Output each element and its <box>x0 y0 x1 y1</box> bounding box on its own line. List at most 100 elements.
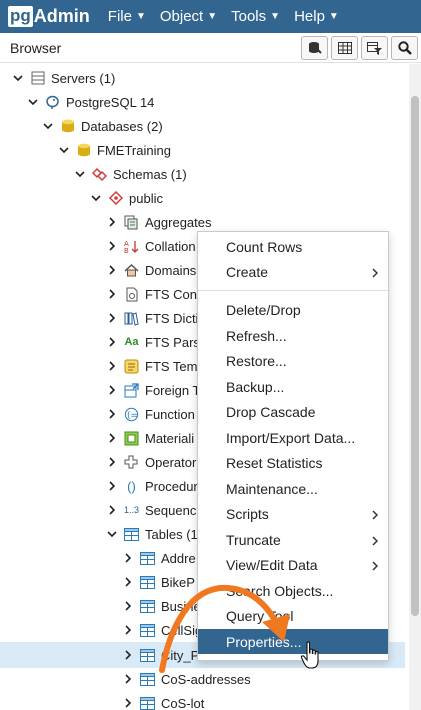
chevron-down-icon[interactable] <box>58 144 70 156</box>
menu-item-backup[interactable]: Backup... <box>226 378 285 395</box>
menu-object[interactable]: Object▼ <box>159 8 218 25</box>
chevron-right-icon[interactable] <box>106 408 118 420</box>
query-tool-button[interactable] <box>301 36 328 60</box>
tree-node-servers[interactable]: Servers (1) <box>12 66 115 90</box>
tree-node-operators[interactable]: Operator <box>106 450 196 474</box>
menu-item-restore[interactable]: Restore... <box>226 352 287 369</box>
tree-node-fts-configurations[interactable]: FTS Con <box>106 282 197 306</box>
schemas-icon <box>92 167 107 182</box>
menu-item-truncate[interactable]: Truncate <box>198 527 388 552</box>
table-icon <box>140 672 155 687</box>
tree-node-fts-parsers[interactable]: Aa FTS Pars <box>106 330 200 354</box>
chevron-right-icon[interactable] <box>106 504 118 516</box>
chevron-right-icon[interactable] <box>106 240 118 252</box>
menu-item-query-tool[interactable]: Query Tool <box>226 607 294 624</box>
table-icon <box>140 551 155 566</box>
tree-node-fts-dictionaries[interactable]: FTS Dicti <box>106 306 198 330</box>
chevron-right-icon[interactable] <box>106 456 118 468</box>
function-icon: (= <box>124 407 139 422</box>
tree-node-table[interactable]: BikeP <box>122 570 195 594</box>
tree-node-sequences[interactable]: 1..3 Sequenc <box>106 498 196 522</box>
tree-node-domains[interactable]: Domains <box>106 258 196 282</box>
materialized-view-icon <box>124 431 139 446</box>
tree-node-foreign-tables[interactable]: Foreign T <box>106 378 200 402</box>
databases-icon <box>60 119 75 134</box>
chevron-right-icon[interactable] <box>106 216 118 228</box>
menu-divider <box>198 290 388 291</box>
chevron-right-icon[interactable] <box>122 649 134 661</box>
chevron-right-icon[interactable] <box>122 673 134 685</box>
chevron-down-icon[interactable] <box>12 72 24 84</box>
tree-node-tables[interactable]: Tables (1 <box>106 522 198 546</box>
menu-item-reset-statistics[interactable]: Reset Statistics <box>226 454 323 471</box>
chevron-down-icon[interactable] <box>42 120 54 132</box>
menu-item-scripts[interactable]: Scripts <box>198 501 388 526</box>
tree-node-schemas[interactable]: Schemas (1) <box>74 162 187 186</box>
chevron-down-icon[interactable] <box>106 528 118 540</box>
chevron-right-icon[interactable] <box>122 600 134 612</box>
menu-item-search-objects[interactable]: Search Objects... <box>226 582 334 599</box>
logo-pg: pg <box>8 6 33 27</box>
tree-node-aggregates[interactable]: Aggregates <box>106 210 212 234</box>
tree-node-table[interactable]: Addre <box>122 546 196 570</box>
menu-item-import-export[interactable]: Import/Export Data... <box>226 429 356 446</box>
tree-node-public[interactable]: public <box>90 186 163 210</box>
chevron-right-icon[interactable] <box>106 264 118 276</box>
table-icon <box>140 599 155 614</box>
chevron-right-icon[interactable] <box>106 312 118 324</box>
chevron-right-icon[interactable] <box>106 336 118 348</box>
menu-item-create[interactable]: Create <box>198 259 388 284</box>
chevron-down-icon[interactable] <box>27 96 39 108</box>
menu-item-delete-drop[interactable]: Delete/Drop <box>226 301 301 318</box>
tree-node-procedures[interactable]: (​) Procedur <box>106 474 198 498</box>
menu-item-view-edit-data[interactable]: View/Edit Data <box>198 552 388 577</box>
tree-scrollbar-thumb[interactable] <box>411 96 419 616</box>
top-navbar: pg Admin File▼ Object▼ Tools▼ Help▼ <box>0 0 421 33</box>
postgres-elephant-icon <box>45 95 60 110</box>
menu-item-refresh[interactable]: Refresh... <box>226 327 287 344</box>
chevron-right-icon <box>372 265 379 281</box>
tree-node-fmetraining[interactable]: FMETraining <box>58 138 171 162</box>
chevron-right-icon[interactable] <box>106 384 118 396</box>
filtered-rows-button[interactable] <box>361 36 388 60</box>
tree-node-fts-templates[interactable]: FTS Tem <box>106 354 198 378</box>
chevron-right-icon <box>372 558 379 574</box>
chevron-right-icon[interactable] <box>106 288 118 300</box>
chevron-right-icon[interactable] <box>106 480 118 492</box>
tree-node-materialized-views[interactable]: Materiali <box>106 426 194 450</box>
chevron-right-icon[interactable] <box>106 432 118 444</box>
chevron-down-icon: ▼ <box>207 11 218 22</box>
chevron-right-icon[interactable] <box>122 552 134 564</box>
table-icon <box>140 696 155 710</box>
operator-icon <box>124 455 139 470</box>
menu-help[interactable]: Help▼ <box>294 8 339 25</box>
tree-node-table[interactable]: CoS-lot <box>122 691 204 710</box>
menu-tools[interactable]: Tools▼ <box>231 8 281 25</box>
chevron-right-icon[interactable] <box>106 360 118 372</box>
chevron-right-icon[interactable] <box>122 697 134 709</box>
menu-item-properties[interactable]: Properties... <box>198 629 388 654</box>
view-data-button[interactable] <box>331 36 358 60</box>
menu-file[interactable]: File▼ <box>107 8 146 25</box>
menu-item-count-rows[interactable]: Count Rows <box>226 238 303 255</box>
svg-text:(=: (= <box>127 411 138 421</box>
chevron-down-icon[interactable] <box>74 168 86 180</box>
menu-item-drop-cascade[interactable]: Drop Cascade <box>226 403 316 420</box>
chevron-right-icon[interactable] <box>122 576 134 588</box>
tree-node-functions[interactable]: (= Function <box>106 402 195 426</box>
tree-node-table[interactable]: Busine <box>122 594 201 618</box>
menu-item-maintenance[interactable]: Maintenance... <box>226 480 318 497</box>
context-menu: Count Rows Create Delete/Drop Refresh...… <box>197 231 389 661</box>
chevron-right-icon[interactable] <box>122 624 134 636</box>
tree-node-table[interactable]: CoS-addresses <box>122 667 251 691</box>
tree-node-postgresql-14[interactable]: PostgreSQL 14 <box>27 90 154 114</box>
chevron-right-icon <box>372 507 379 523</box>
tree-node-databases[interactable]: Databases (2) <box>42 114 163 138</box>
foreign-table-icon <box>124 382 139 398</box>
tree-node-table[interactable]: CellSig <box>122 618 202 642</box>
pgadmin-logo[interactable]: pg Admin <box>8 0 90 33</box>
search-objects-button[interactable] <box>391 36 418 60</box>
chevron-down-icon[interactable] <box>90 192 102 204</box>
